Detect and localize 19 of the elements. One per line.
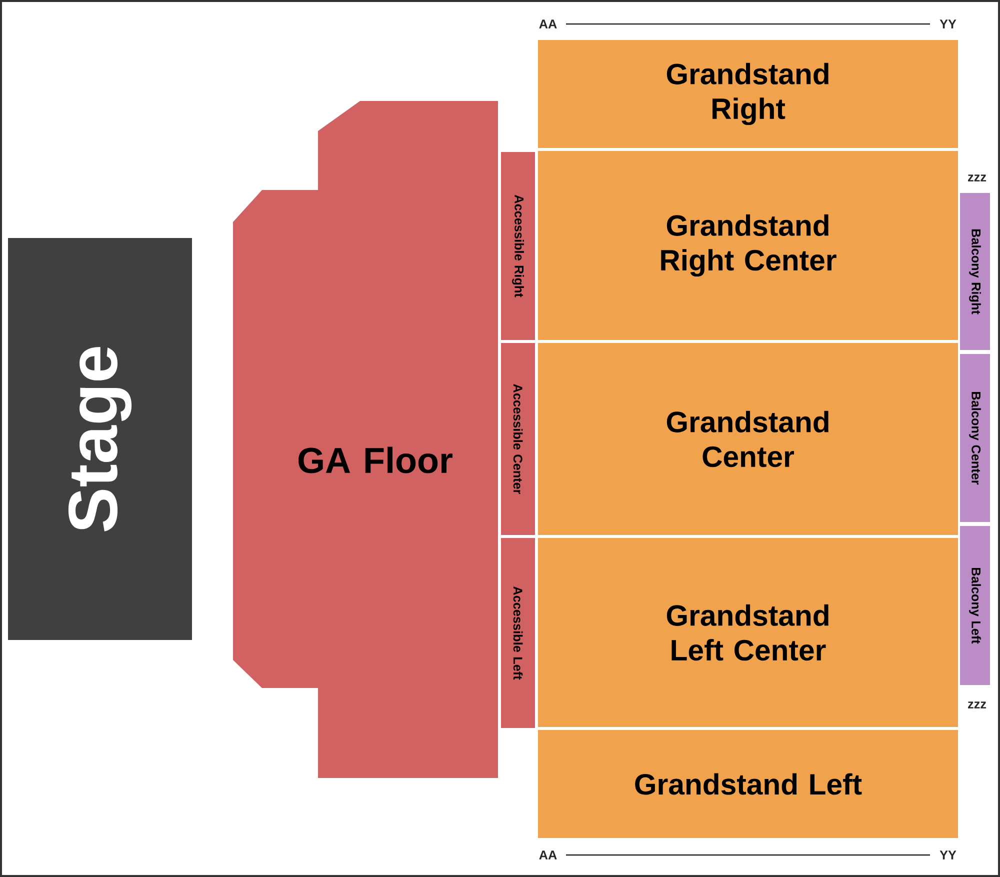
row-label: YY xyxy=(940,850,956,860)
stage-block: Stage xyxy=(8,238,192,640)
seating-section: Accessible Left xyxy=(501,538,535,728)
seating-section: Grandstand Right xyxy=(538,40,958,148)
seating-section: Grandstand Right Center xyxy=(538,151,958,340)
seating-section: Balcony Center xyxy=(960,354,990,522)
seating-section: Balcony Right xyxy=(960,193,990,350)
seating-section: Grandstand Center xyxy=(538,343,958,535)
seating-section: Accessible Right xyxy=(501,152,535,340)
row-label: zzz xyxy=(968,702,986,708)
floor-section: GA Floor xyxy=(233,101,498,778)
seating-section: Grandstand Left xyxy=(538,730,958,838)
row-label: zzz xyxy=(968,174,986,182)
seating-section: Accessible Center xyxy=(501,343,535,535)
row-label: YY xyxy=(940,20,956,28)
row-label: AA xyxy=(539,850,557,860)
row-label: AA xyxy=(539,20,557,28)
seating-section: Balcony Left xyxy=(960,526,990,685)
seating-section: Grandstand Left Center xyxy=(538,538,958,727)
